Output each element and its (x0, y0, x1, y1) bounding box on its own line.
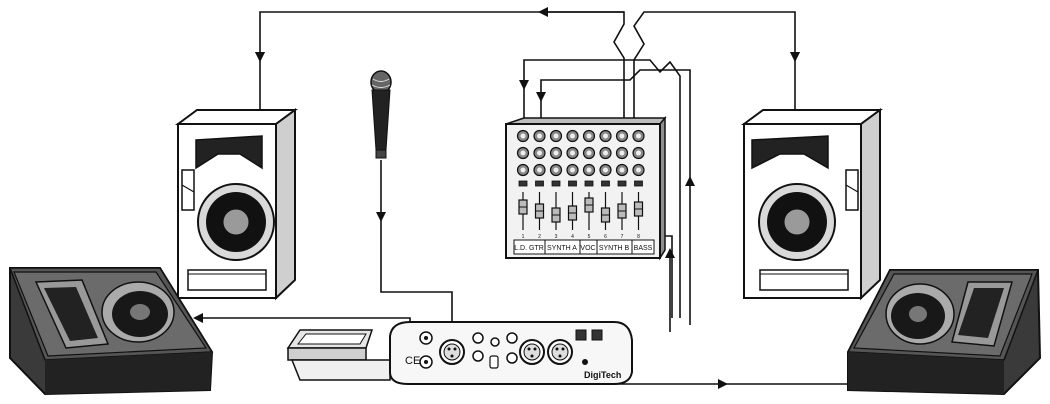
mixer-channel-strip: 7 (615, 129, 629, 240)
mixer-label-synth-a: SYNTH A (547, 245, 577, 252)
mixer-mute-button (601, 180, 610, 187)
mixer-channel-strip: 2 (533, 129, 546, 240)
mixer-channel-strip: 5 (582, 129, 596, 240)
left-main-speaker (174, 108, 299, 301)
mixer-mute-button (617, 180, 627, 187)
mixer-channel-strip: 6 (599, 129, 612, 240)
foot-pedal (286, 329, 374, 361)
mixer-label-voc: VOC (580, 245, 595, 252)
mixer-mute-button (518, 180, 528, 187)
mixer-mute-button (551, 180, 561, 187)
arrow-heads (255, 52, 800, 62)
mixer-channel-number: 1 (522, 234, 525, 240)
mixer-label-ld-gtr: L.D. GTR (514, 245, 544, 252)
mixer-channel-number: 4 (571, 234, 574, 240)
cable-mixer-to-left-main-speaker (255, 11, 625, 118)
mixer-channel-number: 8 (637, 234, 640, 240)
mixer-mute-button (568, 180, 577, 187)
mixer-label-synth-b: SYNTH B (599, 245, 630, 252)
mixer-channel-labels: L.D. GTR SYNTH A VOC SYNTH B BASS (514, 240, 653, 254)
mixer-channel-number: 3 (555, 234, 558, 240)
mixer-mute-button (634, 180, 643, 187)
cable-mixer-to-right-main-speaker (633, 11, 800, 118)
mixer-channel-strip: 8 (632, 129, 645, 240)
ce-mark: CE (405, 355, 420, 367)
mixer-channel-strip: 4 (566, 129, 579, 240)
left-floor-monitor (8, 267, 214, 396)
mixer-channel-strip: 1 (516, 129, 530, 240)
mixer-channel-number: 2 (538, 234, 541, 240)
mixer-channel-number: 7 (621, 234, 624, 240)
mixer-mute-button (535, 180, 544, 187)
mixer: 1 2 3 4 5 6 7 8 L.D. GTR SYNTH A VOC SYNTH B BA… (505, 115, 667, 261)
mixer-channel-number: 5 (588, 234, 591, 240)
mixer-mute-button (584, 180, 594, 187)
processor-unit: CE DigiTech (290, 321, 633, 385)
microphone (370, 70, 392, 159)
mixer-channel-strips: 1 2 3 4 5 6 7 8 (516, 129, 645, 240)
brand-logo: DigiTech (584, 370, 621, 380)
cables (193, 7, 848, 389)
right-floor-monitor (846, 269, 1042, 396)
mixer-label-bass: BASS (634, 245, 653, 252)
cable-processor-to-mixer-ch1 (519, 59, 681, 318)
right-main-speaker (740, 108, 884, 301)
mixer-channel-strip: 3 (549, 129, 563, 240)
mixer-channel-number: 6 (604, 234, 607, 240)
